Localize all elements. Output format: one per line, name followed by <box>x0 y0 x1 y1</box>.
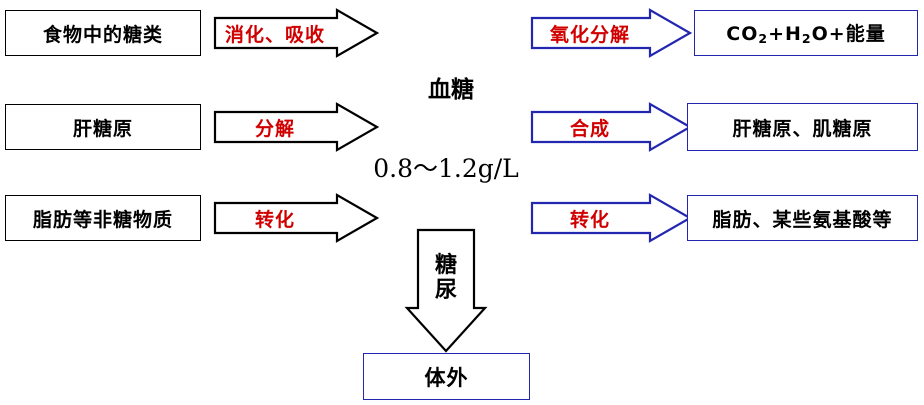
source-box-fat-nonsugar: 脂肪等非糖物质 <box>5 195 201 241</box>
outcome-box-excreted: 体外 <box>363 353 530 400</box>
product-box-co2-water-energy: CO2+H2O+能量 <box>694 10 918 56</box>
center-label-blood-glucose: 血糖 <box>428 77 474 103</box>
arrow-decomposition: 分解 <box>213 102 380 152</box>
arrow-conversion-right: 转化 <box>530 193 693 243</box>
source-box-liver-glycogen: 肝糖原 <box>5 104 201 150</box>
arrow-glycosuria-down <box>404 228 488 354</box>
source-box-dietary-sugars: 食物中的糖类 <box>5 10 201 56</box>
arrow-digestion-absorption: 消化、吸收 <box>213 8 380 58</box>
product-box-co2-water-energy-label: CO2+H2O+能量 <box>726 23 886 47</box>
center-label-glucose-range: 0.8～1.2g/L <box>373 154 519 183</box>
arrow-synthesis: 合成 <box>530 102 693 152</box>
arrow-conversion-left: 转化 <box>213 193 380 243</box>
arrow-oxidative-decomposition: 氧化分解 <box>530 8 693 58</box>
product-box-glycogen: 肝糖原、肌糖原 <box>687 103 918 151</box>
product-box-fat-amino-acids: 脂肪、某些氨基酸等 <box>687 195 918 241</box>
